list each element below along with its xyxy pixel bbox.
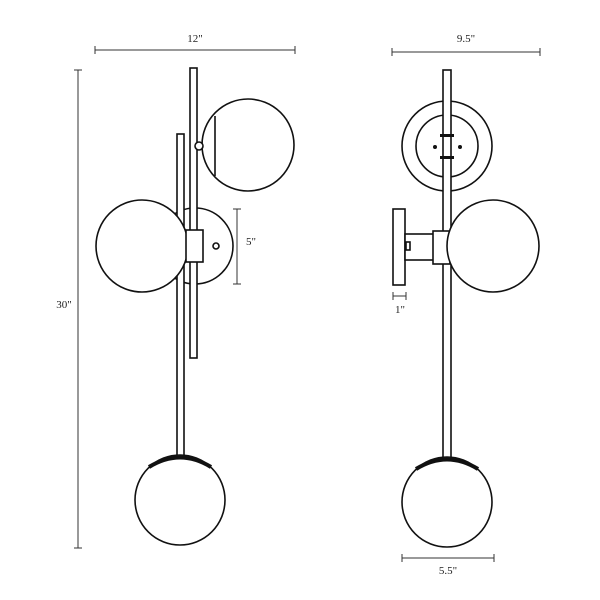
bottom-globe-cap bbox=[147, 455, 213, 469]
height-label: 30" bbox=[56, 299, 72, 311]
center-collar bbox=[185, 229, 204, 263]
screw bbox=[212, 242, 220, 250]
front-view: 12" 30" 5" bbox=[56, 33, 296, 549]
bottom-globe bbox=[401, 456, 493, 548]
width-label: 12" bbox=[187, 33, 203, 45]
upper-globe-joint bbox=[194, 141, 204, 151]
middle-globe bbox=[95, 199, 189, 293]
wall-plate bbox=[392, 208, 406, 286]
width-dimension-line bbox=[94, 46, 296, 54]
globe-diameter-label: 5.5" bbox=[439, 565, 457, 577]
side-view: 9.5" 1" 5.5" bbox=[391, 33, 541, 577]
backplate-height-label: 5" bbox=[246, 236, 256, 248]
backplate-dimension-line bbox=[233, 208, 241, 285]
globe-dimension-line bbox=[401, 554, 495, 562]
side-width-label: 9.5" bbox=[457, 33, 475, 45]
side-width-dimension-line bbox=[391, 48, 541, 56]
long-rod bbox=[189, 67, 198, 359]
depth-dimension-line bbox=[392, 292, 407, 300]
short-rod bbox=[176, 133, 185, 457]
bottom-globe-cap bbox=[414, 457, 480, 471]
height-dimension-line bbox=[74, 69, 82, 549]
depth-label: 1" bbox=[395, 304, 405, 316]
fixing-dots bbox=[433, 134, 462, 159]
side-globe bbox=[446, 199, 540, 293]
bottom-globe bbox=[134, 454, 226, 546]
screw bbox=[405, 241, 411, 251]
